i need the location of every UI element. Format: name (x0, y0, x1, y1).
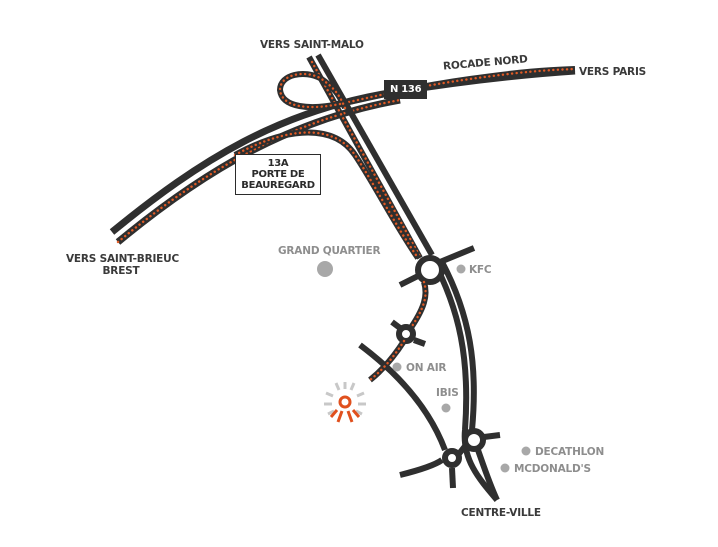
kfc-roundabout (398, 245, 476, 288)
direction-saint-brieuc: VERS SAINT-BRIEUC BREST (66, 253, 179, 277)
poi-label-decathlon: DECATHLON (535, 446, 605, 458)
exit-ramp (233, 129, 421, 260)
centre-ville-road (429, 256, 500, 502)
exit-number: 13A (267, 158, 289, 169)
direction-saint-malo: VERS SAINT-MALO (260, 39, 364, 51)
decathlon-dot (521, 446, 531, 456)
direction-centre-ville: CENTRE-VILLE (461, 507, 541, 519)
n136-badge: N 136 (384, 80, 428, 99)
exit-13a-sign: 13A PORTE DE BEAUREGARD (235, 154, 321, 195)
exit-name-line1: PORTE DE (251, 169, 305, 180)
on-air-roundabout (390, 319, 427, 347)
poi-label-on-air: ON AIR (406, 362, 447, 374)
kfc-dot (456, 264, 466, 274)
exit-name-line2: BEAUREGARD (241, 180, 315, 191)
poi-label-grand-quartier: GRAND QUARTIER (278, 245, 381, 257)
direction-saint-brieuc-line1: VERS SAINT-BRIEUC (66, 253, 179, 265)
ibis-dot (441, 403, 451, 413)
poi-label-mcdonalds: MCDONALD'S (514, 463, 591, 475)
poi-label-kfc: KFC (469, 264, 492, 276)
south-roundabouts (399, 428, 501, 502)
cross-road (358, 342, 448, 452)
poi-label-ibis: IBIS (436, 387, 459, 399)
mcdonalds-dot (500, 463, 510, 473)
direction-paris: VERS PARIS (579, 66, 647, 78)
grand-quartier-dot (317, 261, 333, 277)
route-rocade-west (116, 98, 402, 244)
on-air-dot (392, 362, 402, 372)
location-marker-icon (324, 382, 366, 423)
direction-saint-brieuc-line2: BREST (102, 265, 140, 277)
